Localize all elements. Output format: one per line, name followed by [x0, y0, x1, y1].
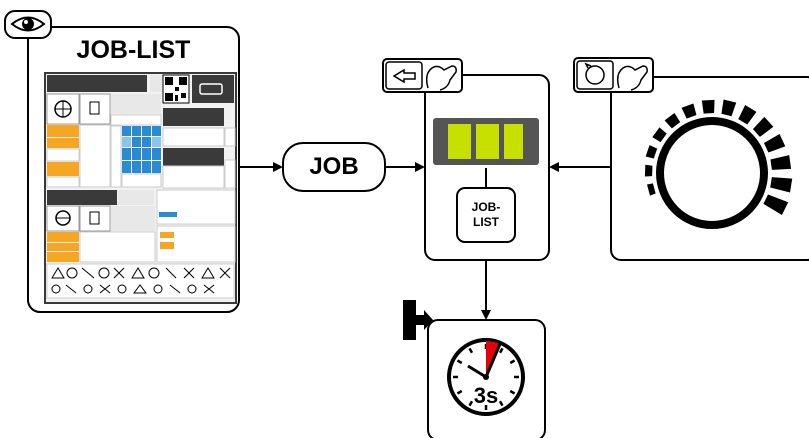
exit-door-icon: [403, 300, 433, 340]
eye-icon: [4, 10, 52, 39]
rotary-encoder-knob-icon: [644, 99, 793, 229]
knob-tick: [721, 99, 737, 117]
job-table-cells: [121, 126, 162, 188]
back-button-press-icon: [382, 58, 463, 93]
job-button-label[interactable]: JOB: [309, 153, 359, 180]
knob-tick: [645, 145, 658, 159]
stopwatch-tick: [468, 400, 474, 407]
knob-tick: [701, 99, 715, 114]
stopwatch-tick: [456, 359, 463, 365]
stopwatch-icon: [447, 338, 525, 416]
safety-icons-strip: [51, 267, 231, 294]
knob-tick: [664, 112, 681, 129]
stopwatch-tick: [468, 347, 474, 354]
job-list-title: JOB-LIST: [76, 36, 191, 64]
job-list-button[interactable]: [456, 187, 516, 243]
stopwatch-tick: [498, 400, 504, 407]
stopwatch-tick: [509, 389, 516, 395]
job-list-card: [4, 10, 240, 313]
display-segments-icon: [433, 118, 539, 165]
job-list-chart: [44, 72, 237, 304]
knob-tick: [770, 155, 792, 170]
rotary-knob-press-icon: [573, 57, 654, 93]
knob-tick: [681, 103, 697, 119]
knob-tick: [763, 134, 786, 153]
knob-tick: [738, 105, 757, 125]
knob-tick: [647, 183, 656, 196]
job-list-button-line2: LIST: [473, 215, 499, 229]
stopwatch-tick: [456, 389, 463, 395]
knob-tick: [752, 116, 774, 137]
knob-tick: [770, 177, 793, 193]
knob-tick: [652, 127, 667, 143]
qr-code-icon: [162, 74, 190, 104]
stopwatch-tick: [509, 359, 516, 365]
job-list-button-line1: JOB-: [471, 200, 501, 214]
control-panel: [424, 74, 550, 261]
stopwatch-tick: [498, 347, 504, 354]
timer-duration: 3s: [473, 383, 499, 408]
knob-tick: [763, 194, 789, 216]
knob-tick: [644, 164, 653, 177]
